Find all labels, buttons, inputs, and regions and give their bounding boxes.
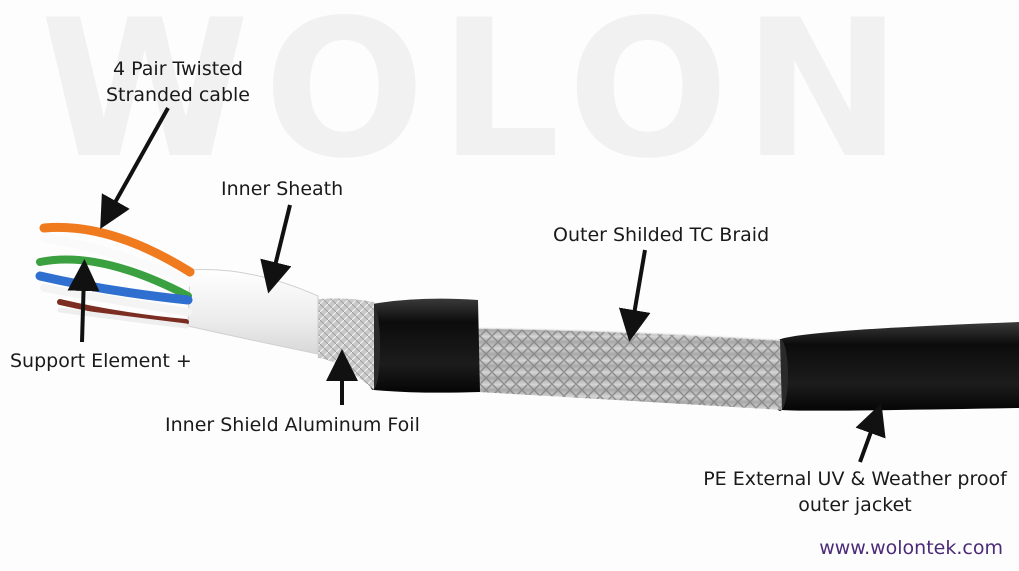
label-twisted-line1: 4 Pair Twisted <box>113 58 243 80</box>
label-outer-braid: Outer Shilded TC Braid <box>553 224 770 246</box>
label-inner-sheath: Inner Sheath <box>221 178 344 200</box>
label-jacket-line2: outer jacket <box>798 494 912 516</box>
aluminum-foil <box>312 298 374 390</box>
twisted-pairs <box>35 222 195 329</box>
arrow-inner-sheath <box>260 204 292 294</box>
website-url[interactable]: www.wolontek.com <box>819 537 1003 559</box>
arrow-jacket <box>855 402 886 463</box>
label-jacket-line1: PE External UV & Weather proof <box>703 468 1007 490</box>
label-outer-jacket: PE External UV & Weather proof outer jac… <box>696 466 1014 518</box>
label-twisted-line2: Stranded cable <box>106 84 250 106</box>
inner-jacket-ring <box>366 298 480 393</box>
arrow-support <box>67 259 100 343</box>
label-support-element: Support Element + <box>10 350 192 372</box>
label-inner-shield: Inner Shield Aluminum Foil <box>165 414 420 436</box>
outer-jacket <box>772 322 1019 411</box>
arrow-outer-braid <box>618 249 651 342</box>
tc-braid <box>477 327 782 410</box>
label-twisted-pairs: 4 Pair Twisted Stranded cable <box>98 56 258 108</box>
arrow-twisted <box>100 107 170 229</box>
brand-watermark: WOLON <box>40 0 916 200</box>
inner-sheath <box>187 269 319 355</box>
